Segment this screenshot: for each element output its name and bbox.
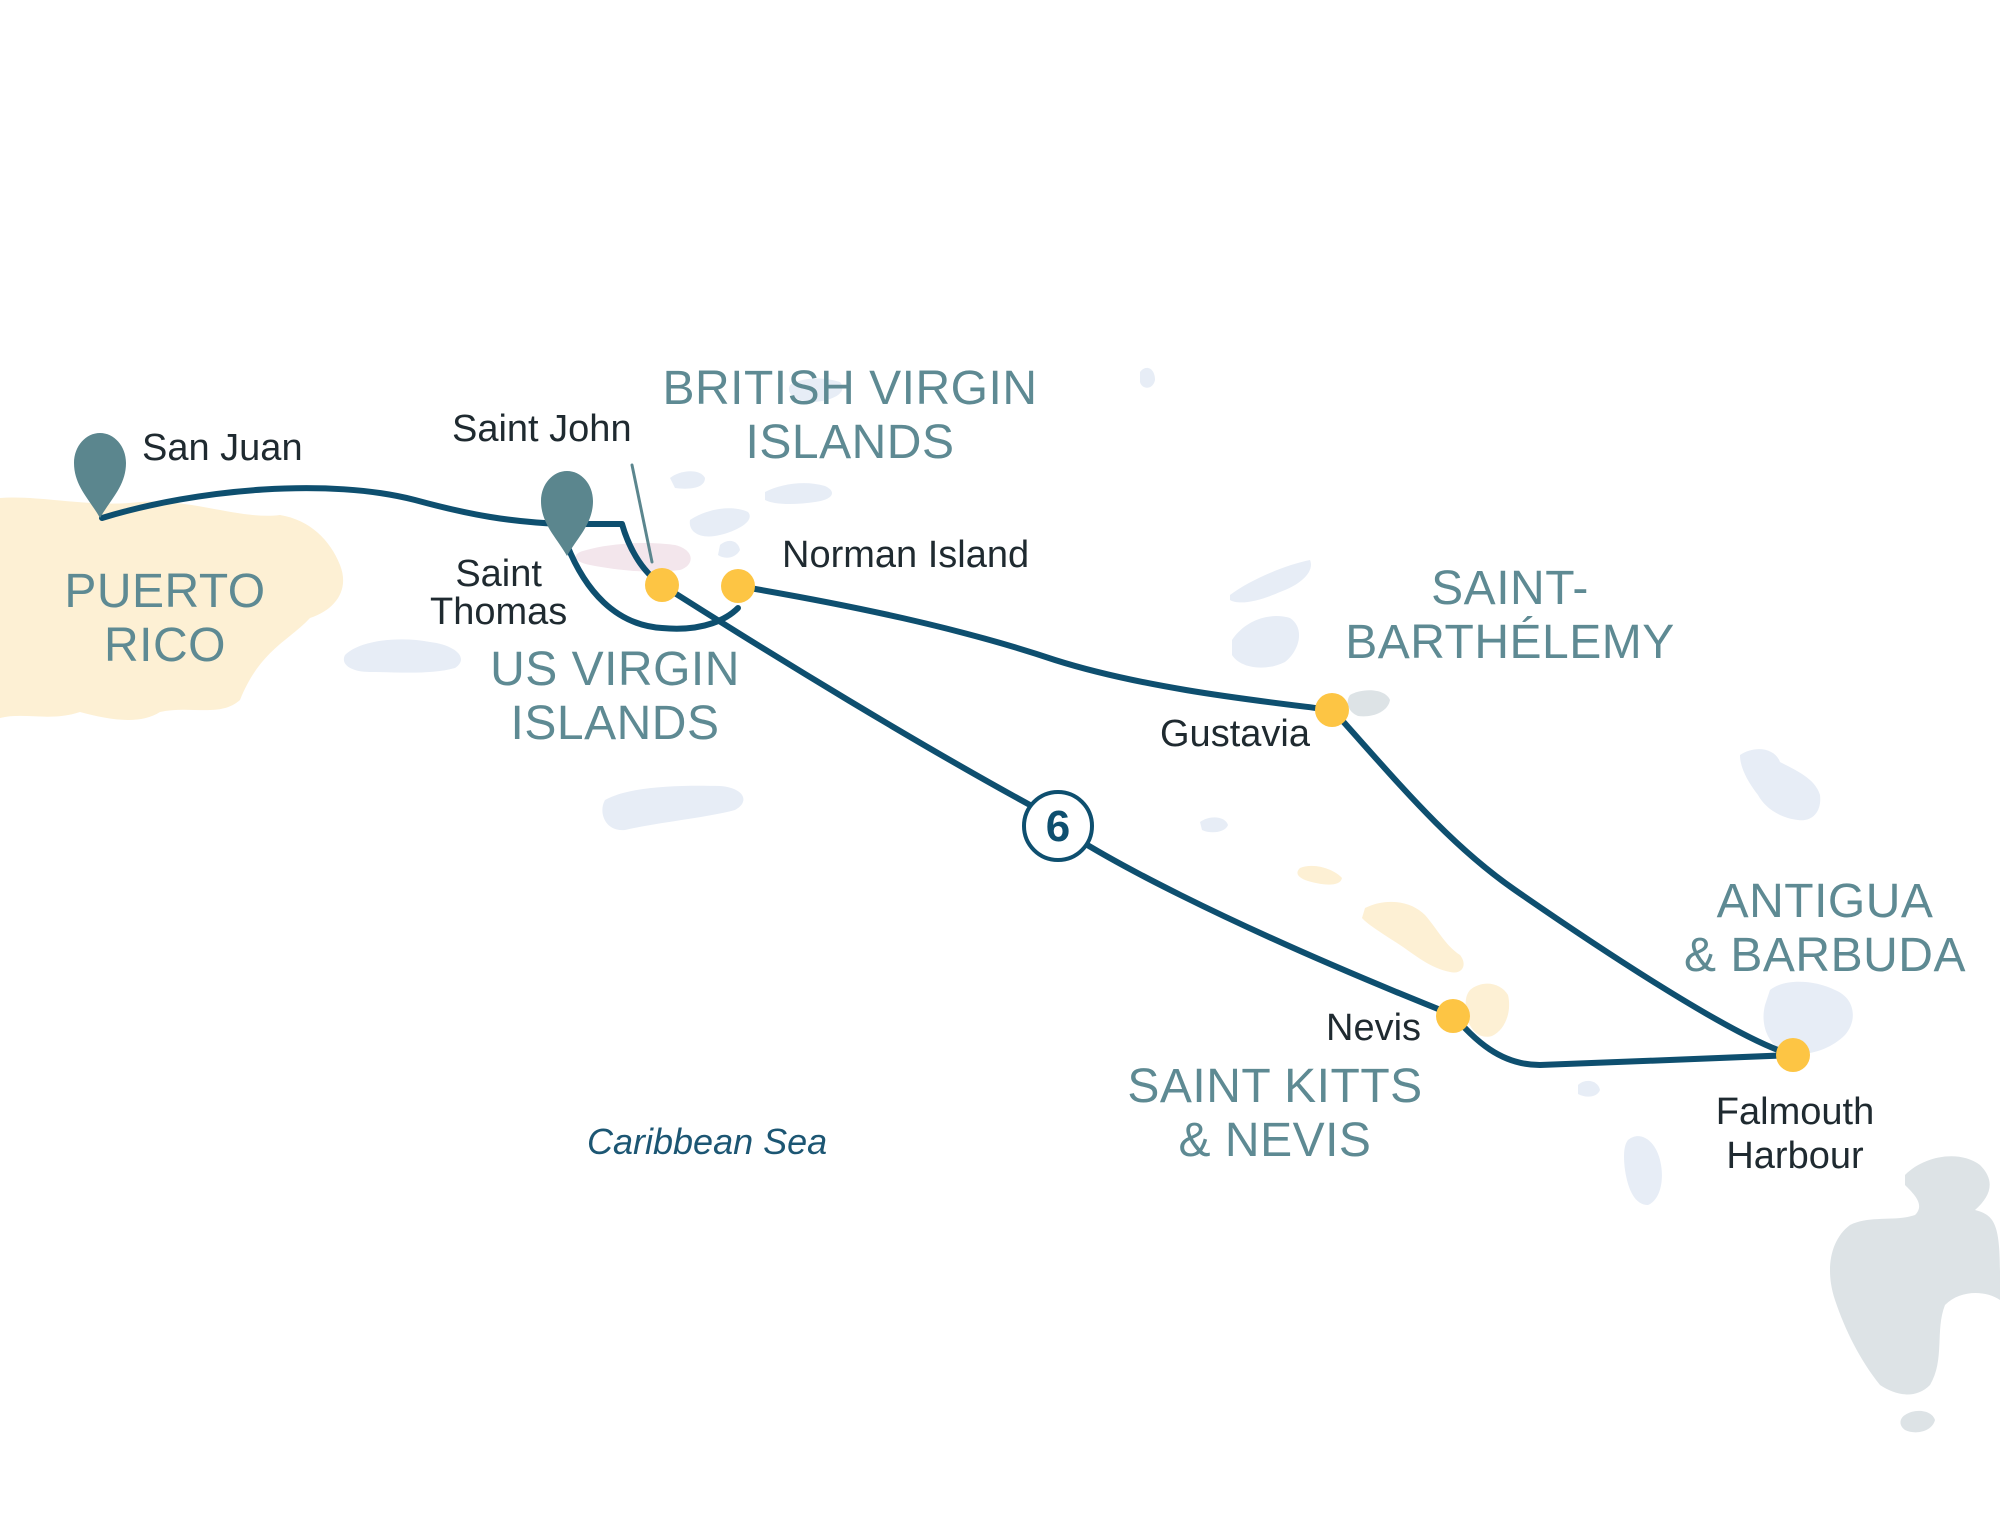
port-label-norman-island: Norman Island (782, 534, 1030, 576)
country-label-line: & NEVIS (1178, 1113, 1372, 1167)
stop-gustavia[interactable] (1315, 693, 1349, 727)
day-marker: 6 (1022, 790, 1094, 862)
port-label-line: Harbour (1726, 1135, 1864, 1178)
country-label-antigua-barbuda: ANTIGUA & BARBUDA (1660, 875, 1990, 983)
stop-saint-john[interactable] (645, 568, 679, 602)
land-bvi-virgin-gorda (689, 508, 750, 537)
country-label-line: RICO (104, 618, 226, 672)
country-label-line: & BARBUDA (1684, 928, 1966, 982)
country-label-line: SAINT KITTS (1127, 1060, 1423, 1113)
pin-saint-thomas[interactable] (541, 471, 593, 556)
land-barbuda (1740, 749, 1821, 821)
port-label-nevis: Nevis (1326, 1007, 1422, 1049)
country-label-puerto-rico: PUERTO RICO (55, 565, 275, 673)
country-label-line: ISLANDS (745, 415, 955, 469)
land-usvi-st-croix (602, 785, 744, 831)
land-bvi-anegada (788, 378, 843, 402)
land-antigua (1763, 981, 1853, 1055)
land-guadeloupe-islet (1900, 1410, 1935, 1433)
land-anguilla (1230, 560, 1311, 603)
pin-san-juan[interactable] (74, 433, 126, 518)
saint-john-leader-line (630, 463, 654, 564)
land-montserrat (1624, 1136, 1662, 1205)
stop-falmouth-harbour[interactable] (1776, 1038, 1810, 1072)
route-stthomas-norman-loop (564, 542, 741, 632)
country-label-line: US VIRGIN (490, 643, 740, 696)
land-guadeloupe (1830, 1156, 2000, 1395)
port-label-saint-john: Saint John (452, 408, 632, 450)
land-usvi-st-thomas (343, 639, 461, 673)
country-label-line: BARTHÉLEMY (1345, 615, 1675, 669)
map-pin-icon (74, 433, 126, 518)
port-label-line: Falmouth (1715, 1091, 1875, 1133)
stop-norman-island[interactable] (721, 569, 755, 603)
land-layer (0, 367, 2000, 1433)
land-redonda (1578, 1080, 1600, 1097)
port-label-falmouth-harbour: Falmouth Harbour (1700, 1090, 1890, 1178)
port-label-line: Thomas (430, 591, 568, 633)
country-label-line: SAINT- (1431, 562, 1589, 615)
port-label-gustavia: Gustavia (1160, 713, 1310, 755)
land-puerto-rico (0, 497, 344, 720)
land-saba (1200, 817, 1228, 833)
map-pin-icon (541, 471, 593, 556)
land-bvi-tortola (765, 483, 833, 505)
land-statia (1297, 865, 1342, 885)
land-st-martin (1232, 616, 1300, 668)
land-nevis (1465, 983, 1510, 1037)
country-label-saint-barthelemy: SAINT- BARTHÉLEMY (1320, 562, 1700, 670)
land-bvi-2 (718, 540, 740, 558)
stops-layer (645, 568, 1810, 1072)
land-sombrero (1140, 367, 1155, 388)
day-marker-circle (1022, 790, 1094, 862)
port-label-line: Saint (455, 553, 542, 595)
stop-nevis[interactable] (1436, 999, 1470, 1033)
land-st-barth (1347, 690, 1390, 717)
country-label-saint-kitts-nevis: SAINT KITTS & NEVIS (1105, 1060, 1445, 1168)
pins-layer (74, 433, 593, 556)
country-label-british-virgin-islands: BRITISH VIRGIN ISLANDS (650, 362, 1050, 470)
route-gustavia-falmouth (1337, 715, 1796, 1058)
route-norman-gustavia (735, 583, 1335, 713)
country-label-line: ISLANDS (510, 696, 720, 750)
port-label-san-juan: San Juan (142, 427, 303, 469)
land-st-kitts (1362, 901, 1464, 973)
sea-label-caribbean: Caribbean Sea (587, 1121, 828, 1162)
route-sanjuan-stthomas (99, 485, 565, 527)
day-marker-number: 6 (1046, 802, 1070, 851)
country-label-line: BRITISH VIRGIN (662, 362, 1038, 415)
country-label-us-virgin-islands: US VIRGIN ISLANDS (470, 643, 760, 751)
route-nevis-falmouth (1450, 1012, 1796, 1068)
country-label-line: PUERTO (64, 565, 266, 618)
land-bvi-1 (670, 471, 705, 489)
port-label-saint-thomas: Saint Thomas (430, 555, 567, 631)
country-label-line: ANTIGUA (1716, 875, 1934, 928)
